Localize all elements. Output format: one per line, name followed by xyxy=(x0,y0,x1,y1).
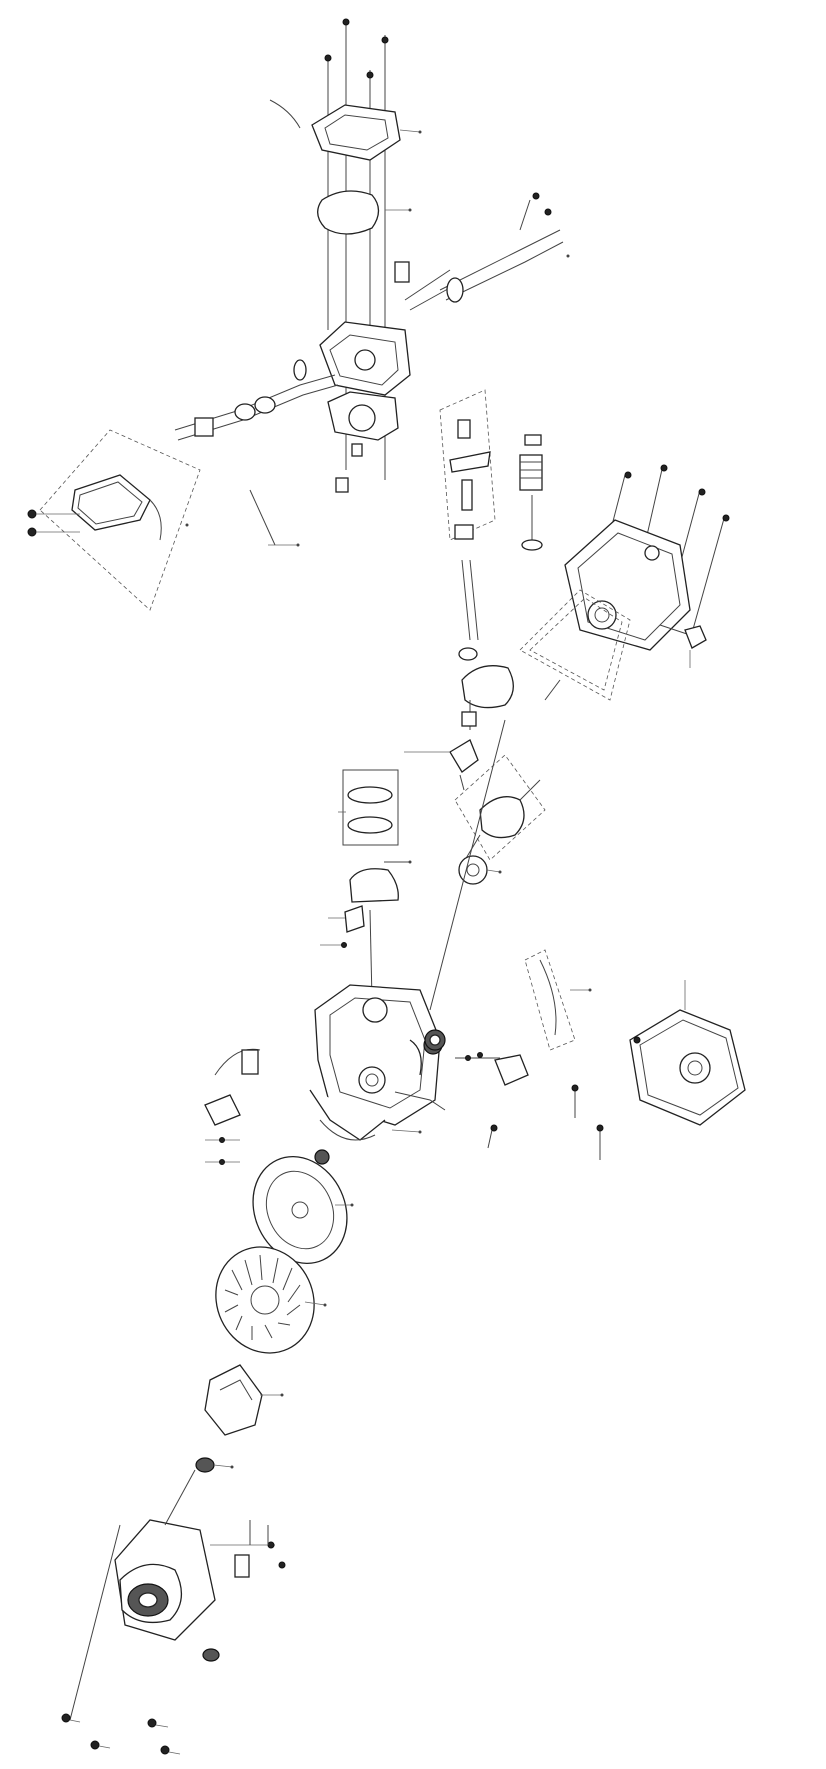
valve-springs xyxy=(519,434,543,551)
head-gasket xyxy=(327,391,399,493)
piston-rings xyxy=(338,769,399,846)
governor xyxy=(659,624,707,668)
main-bearing xyxy=(458,855,501,885)
starter-cup xyxy=(204,1364,282,1436)
loose-fasteners xyxy=(61,1713,181,1755)
crankcase-gasket xyxy=(519,589,631,701)
flywheel xyxy=(252,1155,352,1265)
ignition-coil xyxy=(204,1048,261,1165)
muffler-bolts xyxy=(487,1084,604,1160)
muffler xyxy=(629,980,746,1126)
oil-seal-gear xyxy=(424,1029,446,1051)
crankshaft-assembly xyxy=(454,679,561,861)
rocker-cover xyxy=(269,99,421,161)
rocker-cover-gasket xyxy=(317,190,410,235)
starter-nut xyxy=(195,1457,233,1473)
air-filter xyxy=(27,429,201,611)
fuel-line xyxy=(524,949,590,1051)
governor-arm xyxy=(455,1052,529,1086)
choke-rod xyxy=(249,489,298,546)
crankcase-cover xyxy=(564,519,691,651)
flywheel-cover xyxy=(309,1089,421,1165)
switch-assembly xyxy=(210,1520,286,1578)
intake-manifold xyxy=(174,359,339,441)
cooling-fan xyxy=(215,1246,326,1354)
recoil-starter xyxy=(69,1469,220,1721)
piston xyxy=(320,861,410,1001)
long-connector-line xyxy=(429,719,506,1011)
callout-ticks xyxy=(185,130,592,1469)
exhaust-pipe xyxy=(439,192,570,303)
camshaft xyxy=(461,665,514,730)
rocker-arm-box xyxy=(439,389,496,541)
oil-sensor xyxy=(404,739,479,791)
cylinder-head xyxy=(319,261,456,396)
push-rods xyxy=(458,559,479,661)
